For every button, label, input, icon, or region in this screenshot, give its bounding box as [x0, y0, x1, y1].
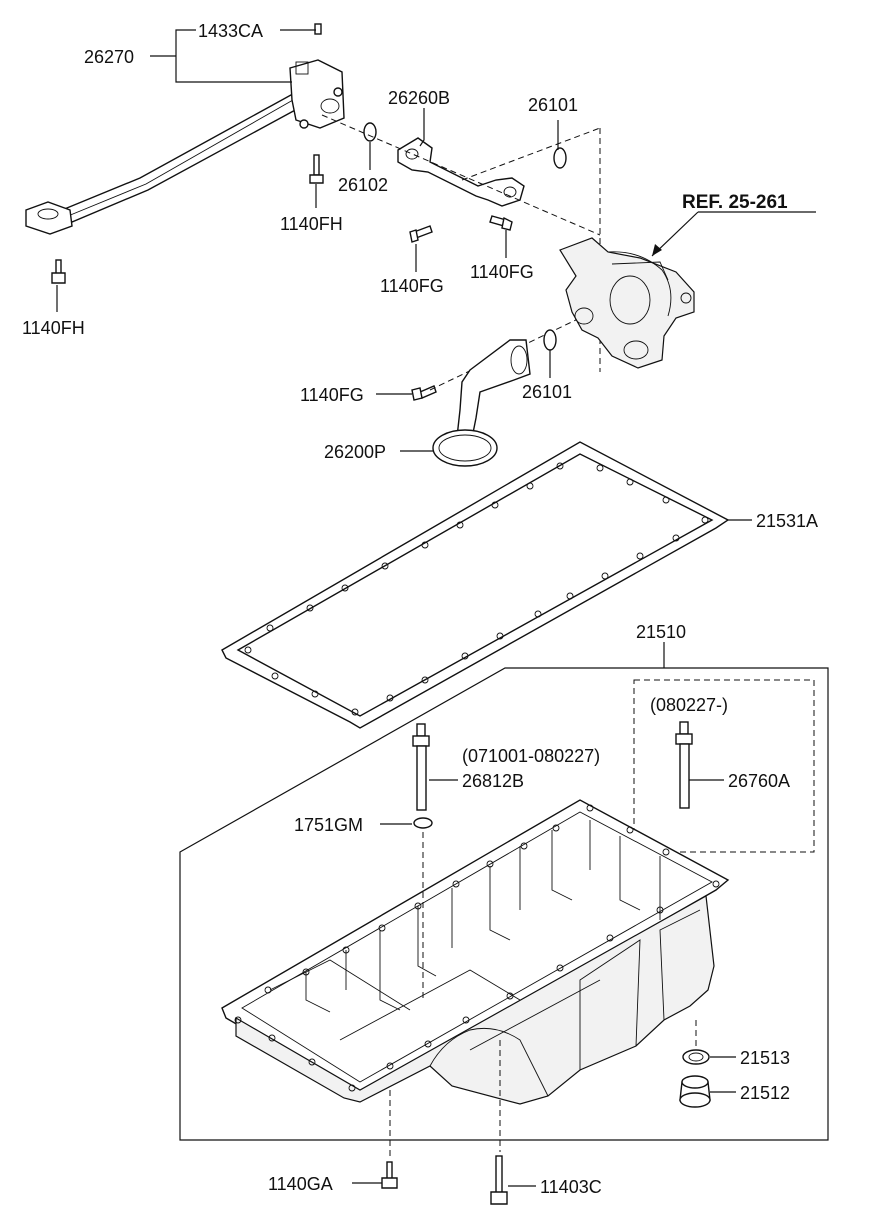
label-1751GM: 1751GM: [294, 815, 363, 835]
label-1140FG-a: 1140FG: [380, 276, 444, 296]
bolt-1140FH-upper: [309, 154, 324, 184]
label-26101-upper: 26101: [528, 95, 578, 115]
pin-1433CA: [314, 23, 322, 35]
label-26102: 26102: [338, 175, 388, 195]
label-1140FG-c: 1140FG: [300, 385, 364, 405]
washer-21513: [682, 1049, 710, 1065]
label-21531A: 21531A: [756, 511, 818, 531]
label-21512: 21512: [740, 1083, 790, 1103]
label-26101-lower: 26101: [522, 382, 572, 402]
label-071001-080227: (071001-080227): [462, 746, 600, 766]
tube-26260B: [397, 137, 525, 207]
label-21510: 21510: [636, 622, 686, 642]
label-1140FH-lower: 1140FH: [22, 318, 85, 338]
label-26760A: 26760A: [728, 771, 790, 791]
bolt-1140GA: [381, 1161, 398, 1189]
bolt-1140FG-c: [411, 385, 437, 401]
label-1140FG-b: 1140FG: [470, 262, 534, 282]
oil-pan-21510: [221, 799, 730, 1105]
bolt-1140FG-a: [409, 225, 433, 243]
centerline-a: [321, 114, 601, 236]
label-26200P: 26200P: [324, 442, 386, 462]
label-26260B: 26260B: [388, 88, 450, 108]
ref-arrow-head: [652, 244, 662, 256]
drain-plug-21512: [679, 1075, 711, 1108]
o-ring-26102: [363, 122, 377, 142]
o-ring-1751GM: [413, 817, 433, 829]
bolt-1140FG-b: [489, 215, 513, 231]
label-ref-25-261: REF. 25-261: [682, 192, 788, 213]
label-080227: (080227-): [650, 695, 728, 715]
o-ring-26101-lower: [543, 329, 557, 351]
label-11403C: 11403C: [540, 1177, 602, 1197]
variant-box-080227: [633, 679, 815, 853]
label-1140GA: 1140GA: [268, 1174, 333, 1194]
label-1433CA: 1433CA: [198, 21, 263, 41]
dipstick-tube-26760A: [675, 721, 693, 809]
label-26270: 26270: [84, 47, 134, 67]
label-26812B: 26812B: [462, 771, 524, 791]
o-ring-26101-upper: [553, 147, 567, 169]
centerline-b: [461, 127, 601, 181]
oil-pan-group-box: [179, 667, 829, 1141]
dipstick-tube-26812B: [412, 723, 430, 811]
bolt-1140FH-lower: [51, 259, 66, 284]
label-21513: 21513: [740, 1048, 790, 1068]
leader-lines: [56, 29, 816, 1187]
oil-tube-26270: [25, 59, 345, 235]
gasket-21531A: [221, 441, 730, 729]
oil-strainer-26200P: [432, 339, 531, 467]
bolt-11403C: [490, 1155, 508, 1205]
oil-pump-assembly: [559, 237, 695, 369]
label-1140FH-upper: 1140FH: [280, 214, 343, 234]
washer-hole: [688, 1052, 704, 1062]
